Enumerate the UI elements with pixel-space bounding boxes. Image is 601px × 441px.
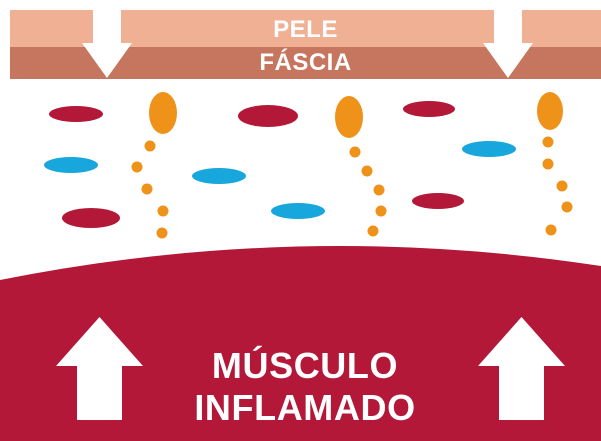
orange-dot xyxy=(157,205,169,217)
orange-droplet xyxy=(149,92,177,134)
orange-dot xyxy=(375,205,387,217)
orange-dot xyxy=(141,183,153,195)
muscle-shape xyxy=(0,246,601,441)
orange-dot xyxy=(561,201,573,213)
orange-dot xyxy=(542,136,554,148)
red-cell xyxy=(49,106,103,122)
blue-cells xyxy=(44,141,516,219)
blue-cell xyxy=(192,168,246,184)
orange-dot xyxy=(542,158,554,170)
orange-dot xyxy=(361,165,373,177)
blue-cell xyxy=(271,203,325,219)
orange-dot xyxy=(144,140,156,152)
orange-droplet xyxy=(537,92,563,130)
interstitial-space xyxy=(44,92,573,239)
orange-droplets xyxy=(149,92,563,138)
up-arrow-icon xyxy=(478,317,565,420)
red-cell xyxy=(412,193,464,209)
up-arrow-icon xyxy=(56,317,143,420)
fascia-label: FÁSCIA xyxy=(259,49,352,76)
orange-dot xyxy=(131,161,143,173)
orange-droplet xyxy=(335,96,363,138)
orange-dot xyxy=(367,225,379,237)
red-cell xyxy=(62,208,120,228)
muscle-layer xyxy=(0,246,601,441)
blue-cell xyxy=(462,141,516,157)
orange-dot xyxy=(349,146,361,158)
red-cells xyxy=(49,101,464,228)
orange-dots xyxy=(131,136,573,239)
muscle-label-line-2: INFLAMADO xyxy=(194,387,416,428)
red-cell xyxy=(238,105,298,127)
orange-dot xyxy=(556,180,568,192)
down-arrow-icon xyxy=(483,0,533,78)
skin-label: PELE xyxy=(273,16,338,43)
down-arrow-icon xyxy=(82,0,132,78)
red-cell xyxy=(403,101,455,117)
orange-dot xyxy=(156,227,168,239)
blue-cell xyxy=(44,157,98,173)
muscle-label-line-1: MÚSCULO xyxy=(211,345,399,386)
orange-dot xyxy=(373,184,385,196)
orange-dot xyxy=(545,224,557,236)
muscle-label: MÚSCULO INFLAMADO xyxy=(170,345,440,429)
